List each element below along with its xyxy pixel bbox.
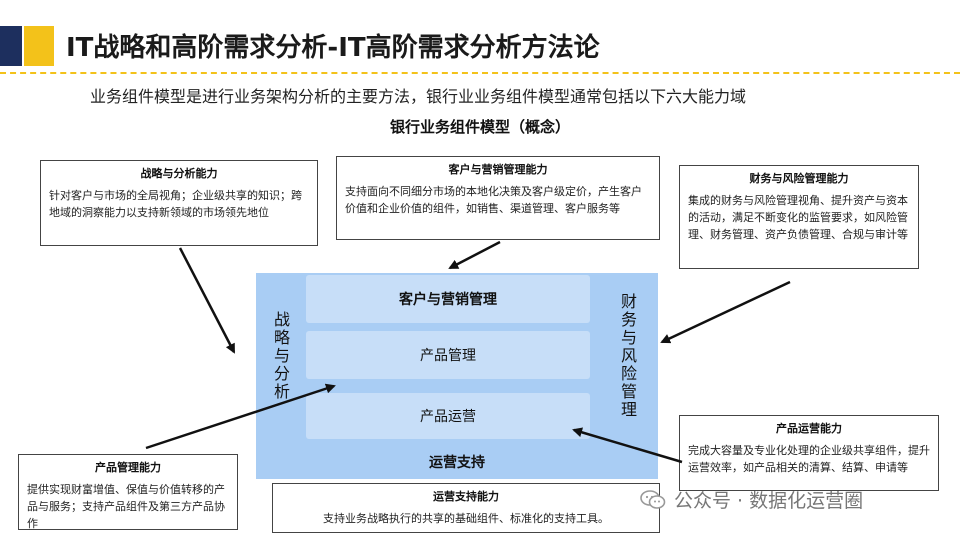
arrow-customer [448,240,501,270]
callout-ops-support-title: 运营支持能力 [433,490,499,503]
callout-finance-title: 财务与风险管理能力 [749,172,849,185]
callout-customer-body: 支持面向不同细分市场的本地化决策及客户级定价，产生客户价值和企业价值的组件，如销… [345,185,642,215]
callout-product-ops: 产品运营能力 完成大容量及专业化处理的企业级共享组件，提升运营效率，如产品相关的… [679,415,939,491]
callout-strategy-title: 战略与分析能力 [140,167,218,180]
model-ops-support-label: 运营支持 [429,455,485,471]
callout-product-mgmt: 产品管理能力 提供实现财富增值、保值与价值转移的产品与服务；支持产品组件及第三方… [18,454,238,530]
wechat-icon [640,489,666,509]
callout-customer: 客户与营销管理能力 支持面向不同细分市场的本地化决策及客户级定价，产生客户价值和… [336,156,660,240]
model-customer-label: 客户与营销管理 [399,292,497,308]
callout-strategy: 战略与分析能力 针对客户与市场的全局视角；企业级共享的知识；跨地域的洞察能力以支… [40,160,318,246]
watermark: 公众号 · 数据化运营圈 [640,486,863,513]
callout-product-ops-body: 完成大容量及专业化处理的企业级共享组件，提升运营效率，如产品相关的清算、结算、申… [688,444,930,474]
callout-strategy-body: 针对客户与市场的全局视角；企业级共享的知识；跨地域的洞察能力以支持新领域的市场领… [49,189,302,219]
model-strategy-label: 战略与分析 [271,311,290,401]
arrow-finance [660,280,791,344]
callout-finance-body: 集成的财务与风险管理视角、提升资产与资本的活动，满足不断变化的监管要求，如风险管… [688,194,908,241]
callout-product-ops-title: 产品运营能力 [776,422,842,435]
model-customer-block: 客户与营销管理 [306,275,590,323]
callout-finance: 财务与风险管理能力 集成的财务与风险管理视角、提升资产与资本的活动，满足不断变化… [679,165,919,269]
model-ops-support-block: 运营支持 [256,445,658,479]
diagram-title: 银行业务组件模型（概念） [389,118,570,136]
watermark-text: 公众号 · 数据化运营圈 [674,490,864,512]
header-accent-gold [24,26,54,66]
model-product-mgmt-block: 产品管理 [306,331,590,379]
header-accent-navy [0,26,22,66]
business-component-model: 战略与分析 客户与营销管理 产品管理 产品运营 财务与风险管理 运营支持 [256,273,658,479]
callout-product-mgmt-body: 提供实现财富增值、保值与价值转移的产品与服务；支持产品组件及第三方产品协作 [27,483,225,530]
title-divider [0,72,960,74]
model-product-ops-block: 产品运营 [306,393,590,439]
model-product-mgmt-label: 产品管理 [420,348,476,364]
callout-customer-title: 客户与营销管理能力 [448,163,548,176]
model-finance-column: 财务与风险管理 [596,273,658,439]
model-strategy-column: 战略与分析 [256,273,304,439]
model-finance-label: 财务与风险管理 [618,293,637,419]
callout-ops-support-body: 支持业务战略执行的共享的基础组件、标准化的支持工具。 [323,512,609,525]
arrow-strategy [178,247,236,354]
model-product-ops-label: 产品运营 [420,409,476,425]
page-subtitle: 业务组件模型是进行业务架构分析的主要方法，银行业业务组件模型通常包括以下六大能力… [90,87,747,106]
callout-product-mgmt-title: 产品管理能力 [95,461,161,474]
callout-ops-support: 运营支持能力 支持业务战略执行的共享的基础组件、标准化的支持工具。 [272,483,660,533]
page-title: IT战略和高阶需求分析-IT高阶需求分析方法论 [66,33,600,63]
